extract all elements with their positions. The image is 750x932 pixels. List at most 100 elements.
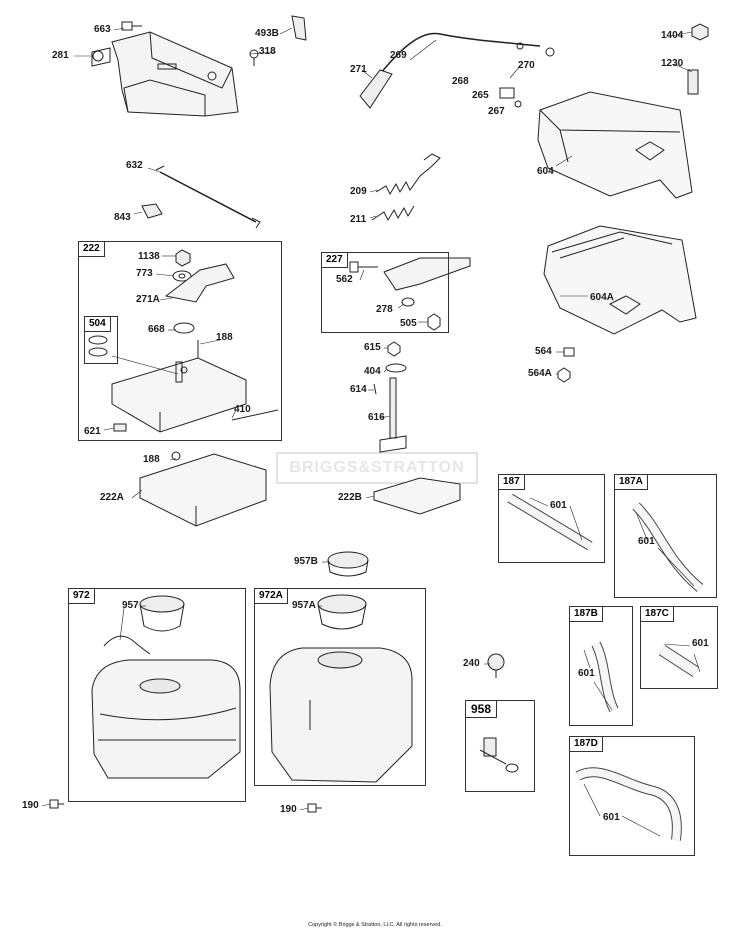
callout-663: 663 (94, 24, 111, 35)
screw-562 (349, 261, 378, 273)
shaft-616 (379, 377, 407, 453)
callout-562: 562 (336, 274, 353, 285)
governor-link-632 (155, 165, 261, 229)
callout-604A: 604A (590, 292, 614, 303)
callout-957B: 957B (294, 556, 318, 567)
fuel-hose-187A (632, 502, 704, 592)
callout-601-187B: 601 (578, 668, 595, 679)
screw-663 (121, 21, 142, 31)
washer-404 (385, 363, 407, 373)
callout-493B: 493B (255, 28, 279, 39)
group-box-187C: 187C (640, 606, 718, 689)
group-box-222: 222 (78, 241, 282, 441)
callout-601-187: 601 (550, 500, 567, 511)
control-plate-222 (111, 340, 247, 433)
spring-211 (371, 205, 415, 222)
bracket-222B (373, 477, 461, 515)
callout-564A: 564A (528, 368, 552, 379)
blower-cover-604 (537, 91, 693, 199)
clip-265 (499, 87, 522, 108)
group-label-504: 504 (85, 317, 111, 332)
group-box-972A: 972A (254, 588, 426, 786)
callout-188-b: 188 (143, 454, 160, 465)
callout-269: 269 (390, 50, 407, 61)
fuel-filter-240 (487, 653, 505, 678)
callout-190-a: 190 (22, 800, 39, 811)
fuel-cap-957A (317, 594, 367, 630)
throttle-cable-268 (359, 32, 555, 109)
callout-601-187D: 601 (603, 812, 620, 823)
callout-281: 281 (52, 50, 69, 61)
block-843 (141, 203, 163, 219)
callout-271: 271 (350, 64, 367, 75)
nut-1138 (175, 249, 191, 267)
fuel-hose-187C (658, 644, 700, 678)
clip-621 (113, 423, 127, 432)
washer-278 (401, 297, 415, 307)
washer-668 (173, 322, 195, 334)
group-box-972: 972 (68, 588, 246, 802)
group-label-187B: 187B (570, 607, 603, 622)
rod-410 (231, 409, 279, 421)
callout-773: 773 (136, 268, 153, 279)
callout-957: 957 (122, 600, 139, 611)
callout-268: 268 (452, 76, 469, 87)
group-label-958: 958 (466, 701, 498, 718)
group-box-187B: 187B (569, 606, 633, 726)
bushing-504 (88, 335, 108, 357)
group-box-187A: 187A (614, 474, 717, 598)
nut-615 (387, 341, 401, 357)
callout-632: 632 (126, 160, 143, 171)
callout-267: 267 (488, 106, 505, 117)
blower-cover-604A (543, 225, 697, 335)
screw-190-a (49, 799, 64, 809)
group-label-972: 972 (69, 589, 95, 604)
callout-601-187A: 601 (638, 536, 655, 547)
group-label-972A: 972A (255, 589, 288, 604)
callout-190-b: 190 (280, 804, 297, 815)
fuel-hose-187 (507, 493, 593, 551)
callout-621: 621 (84, 426, 101, 437)
clip-493B (291, 15, 307, 41)
callout-270: 270 (518, 60, 535, 71)
callout-1138: 1138 (138, 251, 160, 262)
spring-209 (375, 153, 441, 196)
nut-505 (427, 313, 441, 331)
callout-222A: 222A (100, 492, 124, 503)
callout-615: 615 (364, 342, 381, 353)
group-box-227: 227 (321, 252, 449, 333)
callout-616: 616 (368, 412, 385, 423)
group-label-187C: 187C (641, 607, 674, 622)
callout-240: 240 (463, 658, 480, 669)
callout-843: 843 (114, 212, 131, 223)
callout-668: 668 (148, 324, 165, 335)
leader-lines (41, 27, 701, 837)
fuel-tank-972A (269, 647, 413, 783)
pin-614 (373, 383, 377, 395)
lever-271A (164, 263, 235, 303)
callout-209: 209 (350, 186, 367, 197)
callout-601-187C: 601 (692, 638, 709, 649)
callout-265: 265 (472, 90, 489, 101)
fuel-hose-187B (591, 641, 619, 713)
fuel-tank-972 (91, 659, 241, 779)
stud-1230 (687, 69, 699, 95)
group-label-222: 222 (79, 242, 105, 257)
callout-278: 278 (376, 304, 393, 315)
callout-188-a: 188 (216, 332, 233, 343)
callout-410: 410 (234, 404, 251, 415)
callout-318: 318 (259, 46, 276, 57)
nut-564A (557, 367, 571, 383)
callout-1404: 1404 (661, 30, 684, 41)
group-label-187: 187 (499, 475, 525, 490)
group-label-187D: 187D (570, 737, 603, 752)
fuel-cap-957 (139, 595, 185, 632)
briggs-stratton-watermark: BRIGGS&STRATTON (276, 452, 478, 484)
fuel-valve-958 (479, 737, 519, 773)
callout-957A: 957A (292, 600, 316, 611)
screw-190-b (307, 803, 322, 813)
copyright-notice: Copyright © Briggs & Stratton, LLC. All … (308, 922, 442, 928)
fuel-hose-187D (575, 767, 682, 841)
